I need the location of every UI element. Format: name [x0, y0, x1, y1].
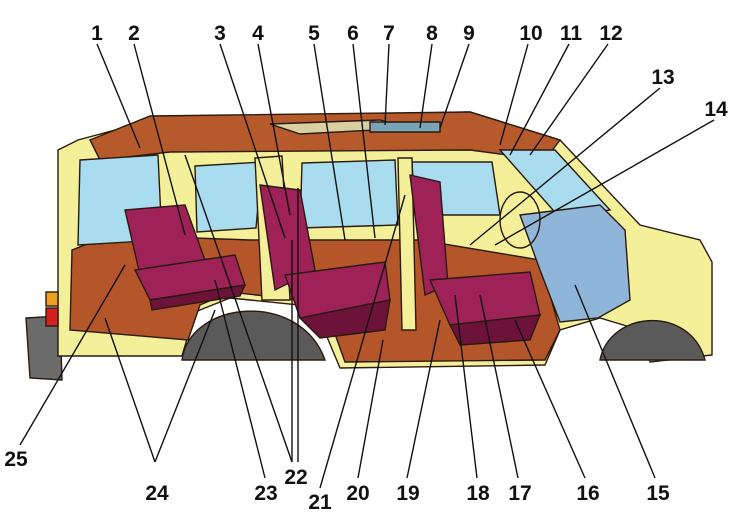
- leader-lines: [19, 43, 715, 489]
- tail-light-amber: [45, 291, 59, 307]
- callout-24: 24: [145, 482, 169, 505]
- callout-8: 8: [426, 22, 438, 45]
- overhead-console: [369, 121, 441, 133]
- vehicle-illustration: [25, 111, 713, 381]
- dashboard: [519, 204, 631, 323]
- callout-15: 15: [646, 482, 670, 505]
- rear-side-window: [194, 161, 263, 233]
- front-wheel-arch: [599, 319, 706, 361]
- callout-22: 22: [284, 466, 307, 489]
- middle-seats: [259, 184, 391, 339]
- rear-wheel-arch: [181, 310, 326, 361]
- callout-11: 11: [560, 22, 583, 45]
- callout-1: 1: [91, 22, 103, 45]
- callout-4: 4: [252, 22, 264, 45]
- callout-5: 5: [308, 22, 320, 45]
- callout-6: 6: [347, 22, 359, 45]
- callout-18: 18: [466, 482, 490, 505]
- callout-7: 7: [383, 22, 395, 45]
- windshield: [498, 149, 612, 219]
- callout-3: 3: [214, 22, 226, 45]
- callout-10: 10: [519, 22, 542, 45]
- tail-light-red: [45, 307, 59, 327]
- callout-13: 13: [651, 66, 674, 89]
- callout-25: 25: [4, 448, 28, 471]
- callout-19: 19: [396, 482, 419, 505]
- callout-2: 2: [128, 22, 140, 45]
- middle-side-window: [299, 159, 399, 229]
- callout-labels: 1 2 3 4 5 6 7 8 9 10 11 12 13 14 15 16 1…: [4, 22, 728, 514]
- callout-23: 23: [254, 482, 277, 505]
- callout-20: 20: [346, 482, 369, 505]
- door-pillar-middle: [397, 157, 417, 331]
- callout-17: 17: [508, 482, 531, 505]
- callout-21: 21: [308, 491, 332, 514]
- callout-12: 12: [599, 22, 622, 45]
- callout-14: 14: [704, 98, 728, 121]
- callout-16: 16: [576, 482, 599, 505]
- front-driver-seat: [409, 174, 542, 346]
- callout-9: 9: [463, 22, 475, 45]
